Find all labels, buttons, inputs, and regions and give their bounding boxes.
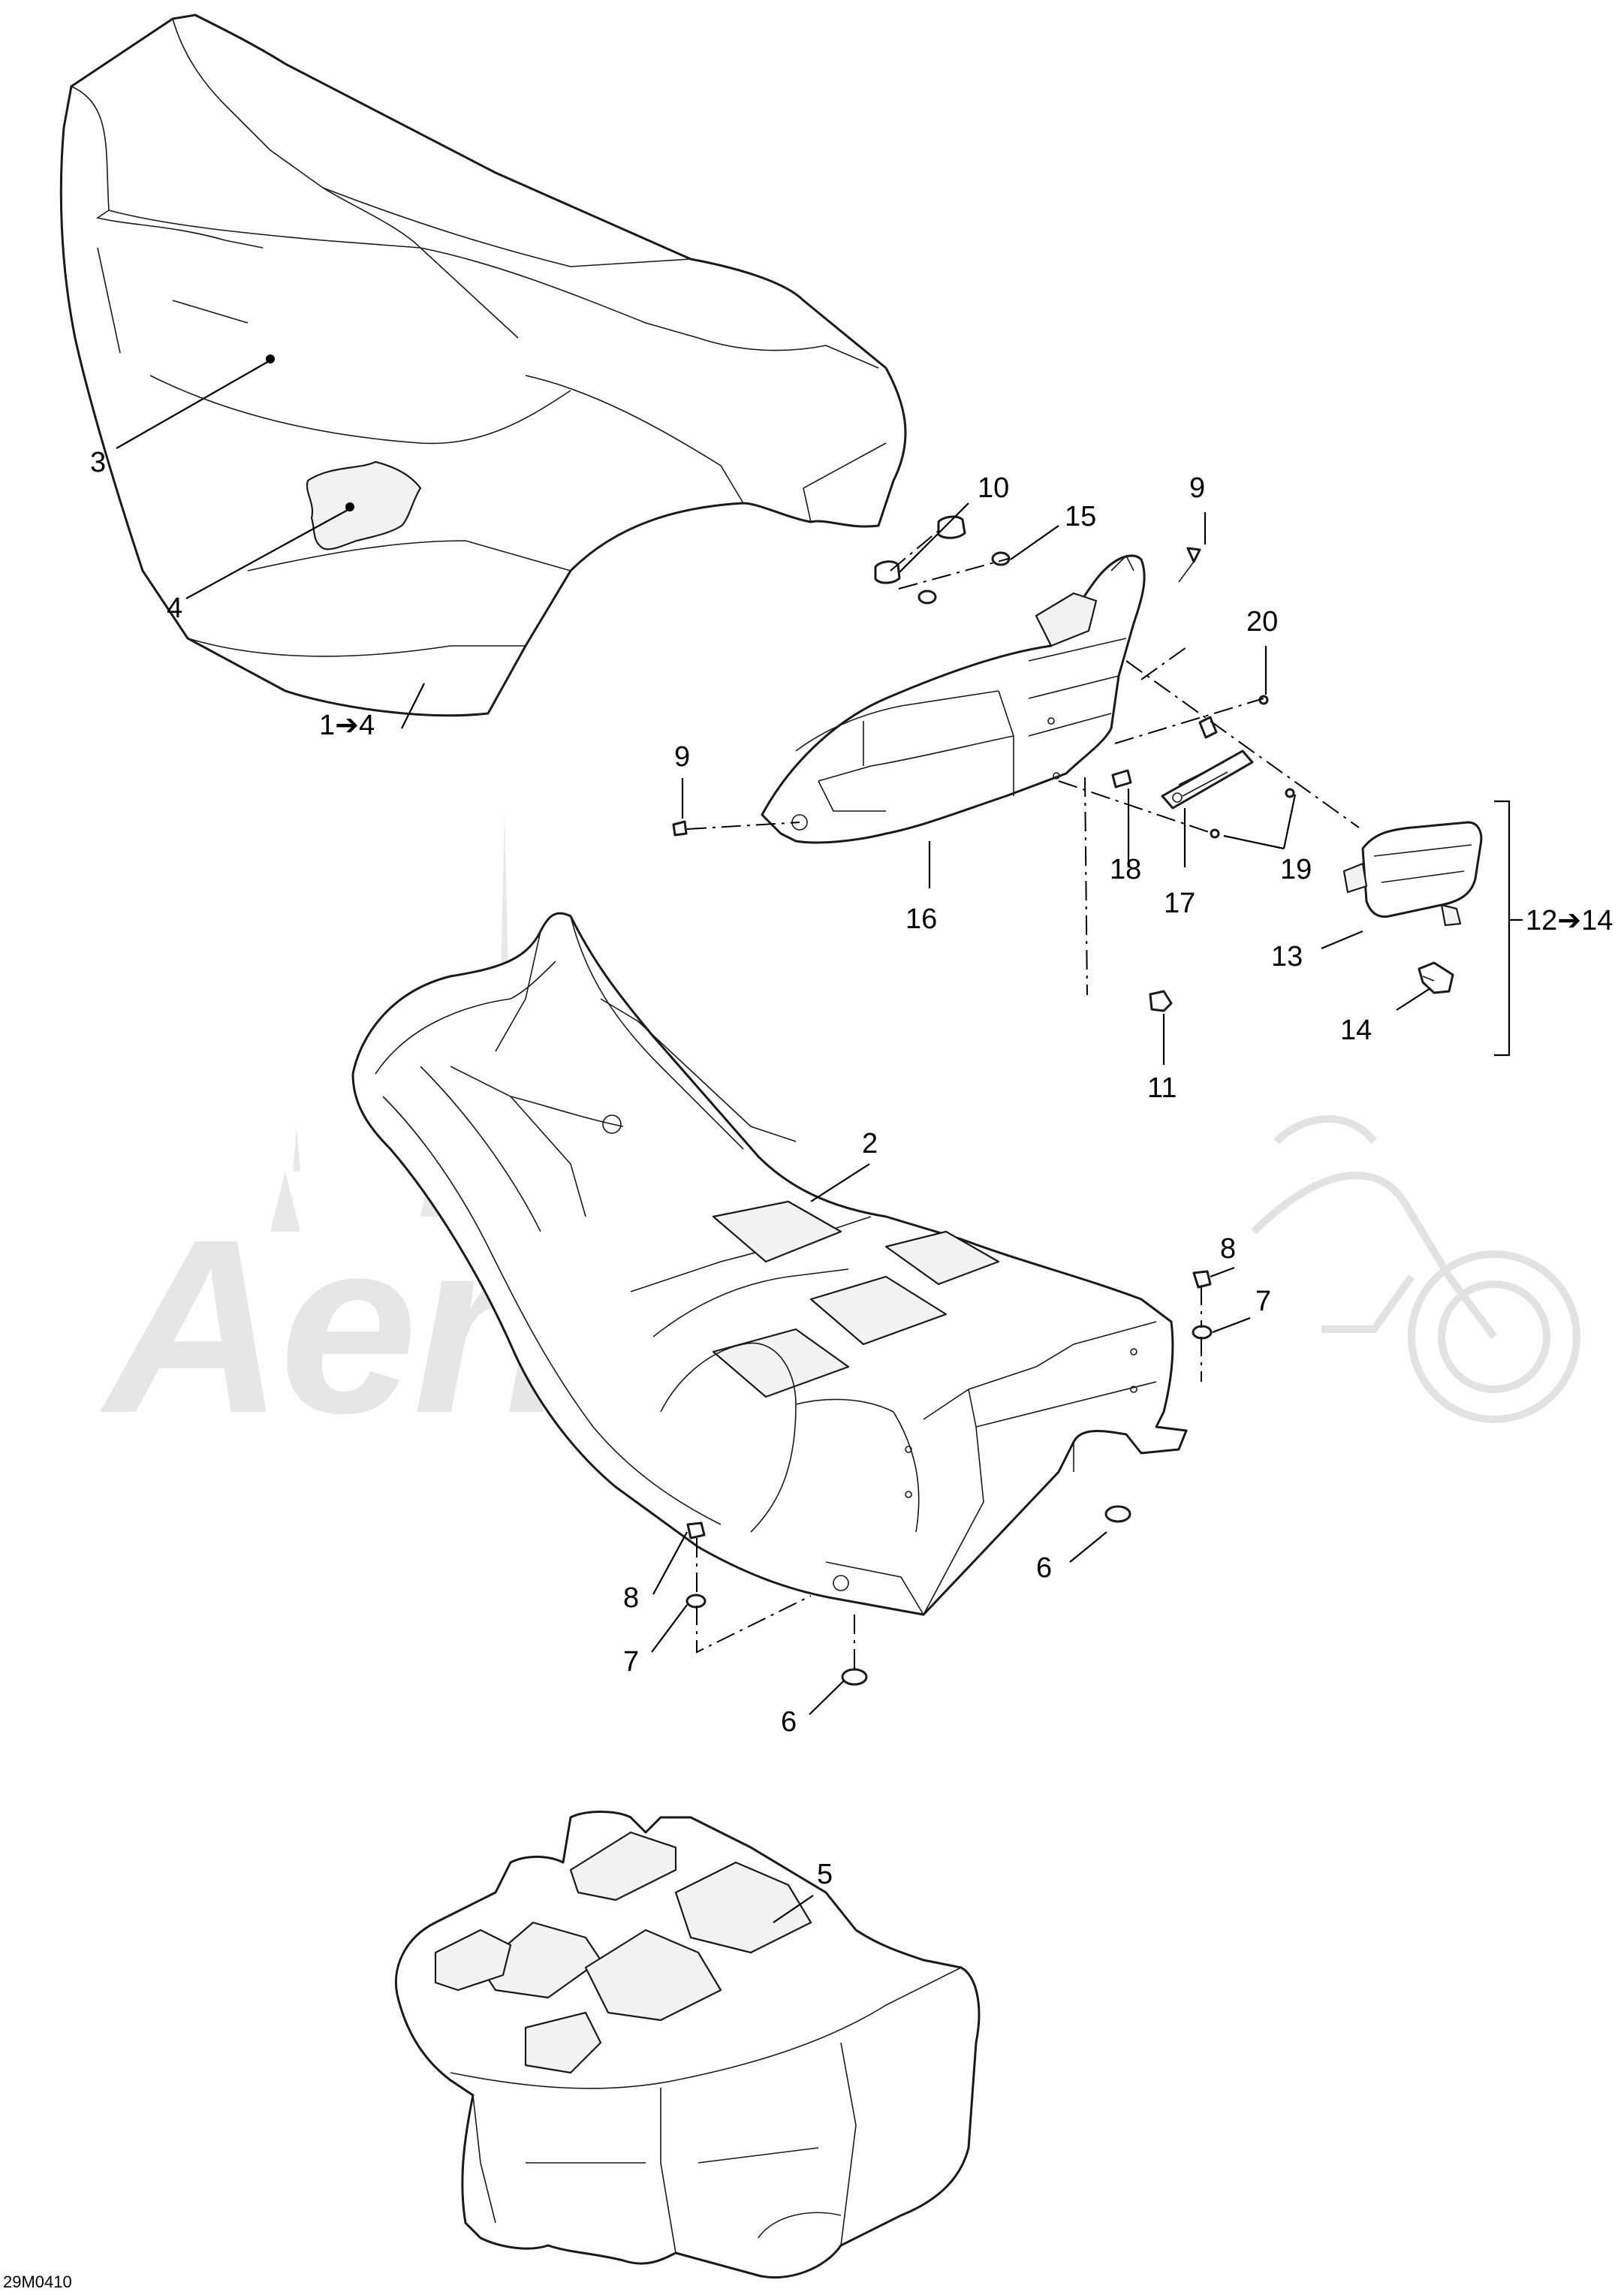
seat-body	[59, 14, 907, 717]
drawing-reference: 29M0410	[3, 2272, 72, 2291]
callout-6-left: 6	[781, 1706, 797, 1738]
screws-19	[1210, 788, 1295, 839]
seat-base-outline	[351, 912, 1188, 1616]
foam-outline	[394, 1811, 981, 2279]
bumper-6-left	[841, 1668, 868, 1686]
callout-13: 13	[1271, 941, 1303, 973]
leader-lines	[116, 360, 1523, 1923]
nut-8-left	[686, 1521, 706, 1540]
o-ring-15-b	[917, 590, 937, 605]
callout-18: 18	[1110, 854, 1141, 885]
callout-6-right: 6	[1036, 1552, 1052, 1584]
callout-8-left: 8	[623, 1582, 639, 1614]
callout-9-top: 9	[1189, 472, 1205, 504]
callout-16: 16	[905, 903, 937, 935]
tail-light-housing	[1361, 821, 1483, 918]
fairing-outline	[761, 554, 1146, 844]
plate-bracket	[1161, 749, 1254, 810]
nut-8-right	[1192, 1270, 1212, 1289]
callout-7-left: 7	[623, 1646, 639, 1678]
callout-10: 10	[978, 472, 1009, 504]
callout-20: 20	[1246, 606, 1278, 638]
callout-3: 3	[90, 447, 106, 478]
callout-14: 14	[1340, 1015, 1372, 1046]
rear-fairing	[761, 554, 1146, 844]
watermark-motorcycle	[1251, 1115, 1580, 1423]
callout-11: 11	[1147, 1072, 1177, 1104]
callout-4: 4	[167, 593, 182, 624]
nut-11	[1149, 990, 1173, 1012]
grommet-10-b	[874, 560, 901, 584]
washer-7-right	[1192, 1325, 1213, 1340]
callout-7-right: 7	[1255, 1286, 1271, 1317]
bumper-6-right	[1104, 1505, 1131, 1523]
callout-range-12-14: 12➔14	[1526, 905, 1613, 936]
clip-18	[1111, 769, 1132, 789]
screw-9-left	[672, 820, 688, 837]
callout-15: 15	[1065, 501, 1096, 532]
clip-top	[1198, 716, 1218, 739]
o-ring-15-a	[991, 551, 1011, 566]
callout-19: 19	[1280, 854, 1312, 885]
seat-base	[351, 912, 1188, 1616]
callout-labels: 3 4 1➔4 10 15 9 20 9 16 18 17 19 13 12➔1…	[3, 447, 1613, 2291]
center-lines	[686, 529, 1360, 1669]
callout-9-left: 9	[674, 741, 690, 773]
bulb	[1418, 961, 1454, 994]
callout-8-right: 8	[1220, 1233, 1236, 1265]
seat-foam	[394, 1811, 981, 2279]
screw-9-top	[1178, 547, 1201, 583]
callout-2: 2	[862, 1128, 878, 1160]
callout-17: 17	[1164, 888, 1195, 919]
grommet-10-a	[937, 515, 966, 539]
washer-7-left	[685, 1594, 707, 1609]
seat	[59, 14, 907, 717]
tail-light	[1342, 821, 1483, 927]
seat-label-patch	[306, 460, 422, 550]
callout-range-1-4: 1➔4	[319, 710, 375, 741]
callout-5: 5	[817, 1859, 833, 1890]
